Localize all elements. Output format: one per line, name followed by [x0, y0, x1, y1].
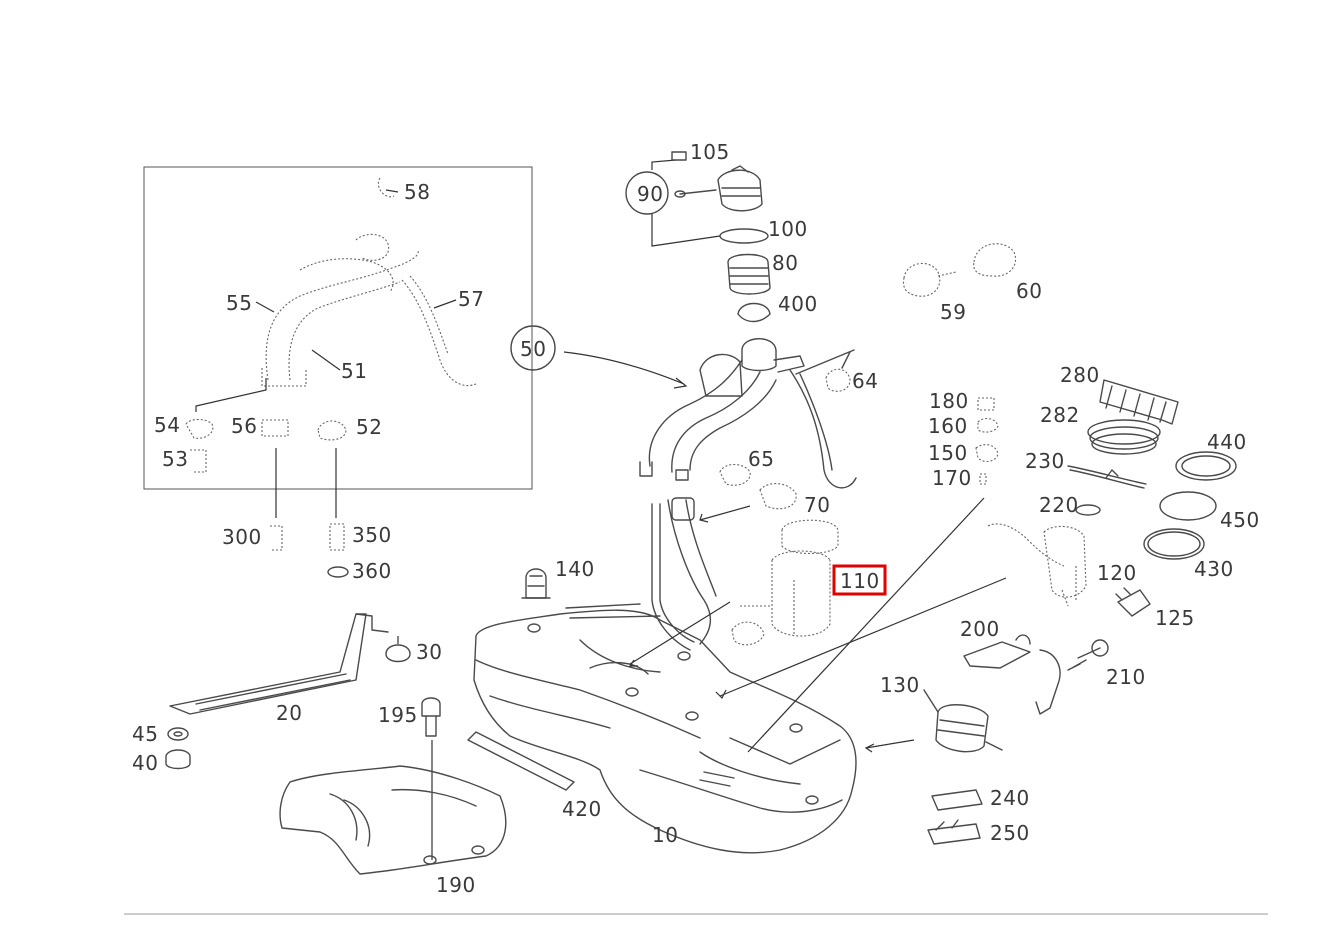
filler-neck-assembly — [639, 338, 857, 489]
label-80[interactable]: 80 — [772, 251, 798, 275]
label-90[interactable]: 90 — [637, 182, 663, 206]
label-220[interactable]: 220 — [1039, 493, 1079, 517]
label-450[interactable]: 450 — [1220, 508, 1260, 532]
label-190[interactable]: 190 — [436, 873, 476, 897]
label-70[interactable]: 70 — [804, 493, 830, 517]
fuel-filter-130 — [864, 689, 1003, 753]
label-30[interactable]: 30 — [416, 640, 442, 664]
label-230[interactable]: 230 — [1025, 449, 1065, 473]
label-105[interactable]: 105 — [690, 140, 730, 164]
label-195[interactable]: 195 — [378, 703, 418, 727]
label-50[interactable]: 50 — [520, 337, 546, 361]
label-130[interactable]: 130 — [880, 673, 920, 697]
inset-filler-neck-detail — [143, 166, 533, 518]
brackets-240-250 — [927, 789, 983, 845]
label-45[interactable]: 45 — [132, 722, 158, 746]
fuel-tank-10 — [473, 497, 1007, 854]
label-10[interactable]: 10 — [652, 823, 678, 847]
parts-300-350-360 — [270, 523, 349, 578]
highlight-box-110 — [832, 564, 887, 596]
label-170[interactable]: 170 — [932, 466, 972, 490]
label-140[interactable]: 140 — [555, 557, 595, 581]
fuel-pump-110 — [731, 519, 839, 646]
tank-strap-20 — [169, 613, 411, 715]
label-430[interactable]: 430 — [1194, 557, 1234, 581]
label-125[interactable]: 125 — [1155, 606, 1195, 630]
label-282[interactable]: 282 — [1040, 403, 1080, 427]
sender-seal-group — [1067, 379, 1237, 560]
label-56[interactable]: 56 — [231, 414, 257, 438]
label-120[interactable]: 120 — [1097, 561, 1137, 585]
part-64 — [825, 368, 851, 392]
label-20[interactable]: 20 — [276, 701, 302, 725]
label-59[interactable]: 59 — [940, 300, 966, 324]
label-280[interactable]: 280 — [1060, 363, 1100, 387]
pad-420 — [467, 731, 575, 791]
label-60[interactable]: 60 — [1016, 279, 1042, 303]
label-58[interactable]: 58 — [404, 180, 430, 204]
part-140 — [521, 568, 551, 599]
bolt-195 — [421, 697, 441, 860]
label-65[interactable]: 65 — [748, 447, 774, 471]
label-52[interactable]: 52 — [356, 415, 382, 439]
label-40[interactable]: 40 — [132, 751, 158, 775]
label-100[interactable]: 100 — [768, 217, 808, 241]
label-250[interactable]: 250 — [990, 821, 1030, 845]
label-53[interactable]: 53 — [162, 447, 188, 471]
label-300[interactable]: 300 — [222, 525, 262, 549]
label-440[interactable]: 440 — [1207, 430, 1247, 454]
label-350[interactable]: 350 — [352, 523, 392, 547]
parts-180-160-150-170 — [975, 397, 999, 485]
label-55[interactable]: 55 — [226, 291, 252, 315]
heat-shield-190 — [279, 765, 507, 875]
washers-45-40 — [165, 727, 191, 770]
parts-59-60 — [902, 243, 1016, 297]
label-160[interactable]: 160 — [928, 414, 968, 438]
label-200[interactable]: 200 — [960, 617, 1000, 641]
label-54[interactable]: 54 — [154, 413, 180, 437]
label-360[interactable]: 360 — [352, 559, 392, 583]
label-64[interactable]: 64 — [852, 369, 878, 393]
parts-120-125 — [987, 523, 1151, 617]
callout-50 — [510, 325, 688, 389]
parts-200-210 — [963, 634, 1109, 715]
label-180[interactable]: 180 — [929, 389, 969, 413]
label-150[interactable]: 150 — [928, 441, 968, 465]
label-57[interactable]: 57 — [458, 287, 484, 311]
label-110[interactable]: 110 — [840, 569, 880, 593]
label-240[interactable]: 240 — [990, 786, 1030, 810]
label-51[interactable]: 51 — [341, 359, 367, 383]
label-400[interactable]: 400 — [778, 292, 818, 316]
fuel-cap-group — [625, 151, 771, 323]
label-210[interactable]: 210 — [1106, 665, 1146, 689]
parts-65-70 — [699, 463, 797, 523]
label-420[interactable]: 420 — [562, 797, 602, 821]
